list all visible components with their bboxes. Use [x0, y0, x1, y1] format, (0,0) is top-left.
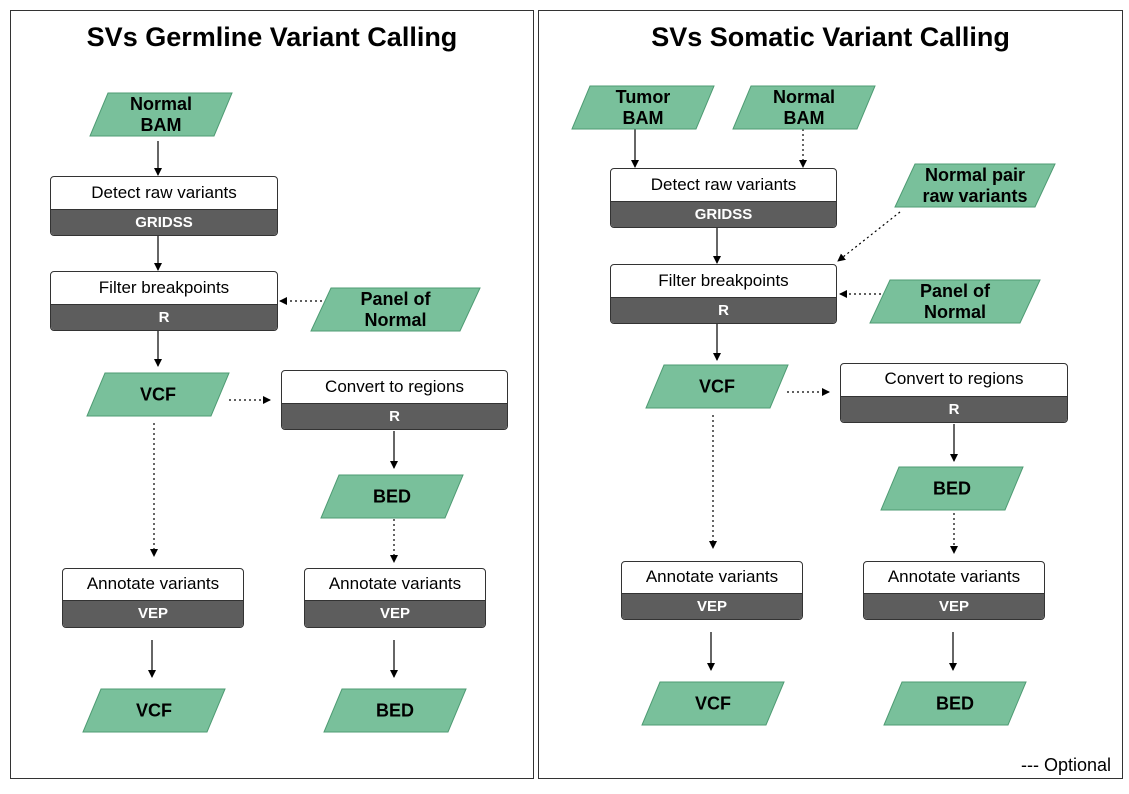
data-label: VCF	[695, 693, 731, 713]
somatic-vcf: VCF	[645, 364, 789, 409]
somatic-annotate-bed-process: Annotate variants VEP	[863, 561, 1045, 620]
germline-annotate-vcf-process: Annotate variants VEP	[62, 568, 244, 628]
process-tool: VEP	[63, 600, 243, 627]
process-label: Detect raw variants	[650, 175, 797, 194]
legend-optional: --- Optional	[1021, 755, 1112, 775]
process-tool: VEP	[305, 600, 485, 627]
somatic-output-vcf: VCF	[641, 681, 785, 726]
germline-annotate-bed-process: Annotate variants VEP	[304, 568, 486, 628]
arrow-normal-pair-to-filter	[837, 211, 901, 262]
label-line1: Normal	[129, 93, 192, 114]
process-label: Detect raw variants	[91, 183, 237, 202]
label-line2: BAM	[783, 107, 825, 128]
process-tool: VEP	[622, 593, 802, 619]
data-label: VCF	[140, 384, 176, 404]
data-label: BED	[935, 693, 974, 713]
process-label: Filter breakpoints	[98, 278, 230, 297]
data-label: VCF	[136, 700, 172, 720]
process-label: Annotate variants	[645, 567, 779, 586]
label-line2: BAM	[140, 114, 182, 135]
germline-output-vcf: VCF	[82, 688, 226, 733]
somatic-title: SVs Somatic Variant Calling	[651, 22, 1010, 52]
label-line2: BAM	[622, 107, 664, 128]
process-tool: R	[51, 304, 277, 330]
label-line2: Normal	[923, 301, 986, 322]
somatic-bed: BED	[880, 466, 1024, 511]
label-line2: Normal	[364, 309, 427, 330]
process-tool: R	[841, 396, 1067, 422]
process-tool: GRIDSS	[51, 209, 277, 235]
process-tool: VEP	[864, 593, 1044, 619]
germline-vcf: VCF	[86, 372, 230, 417]
somatic-annotate-vcf-process: Annotate variants VEP	[621, 561, 803, 620]
germline-bed: BED	[320, 474, 464, 519]
process-label: Convert to regions	[884, 369, 1024, 388]
process-label: Annotate variants	[86, 574, 220, 593]
germline-output-bed: BED	[323, 688, 467, 733]
germline-title: SVs Germline Variant Calling	[86, 22, 458, 52]
data-label: BED	[375, 700, 414, 720]
process-tool: R	[611, 297, 836, 323]
process-label: Annotate variants	[328, 574, 462, 593]
process-label: Filter breakpoints	[658, 271, 789, 290]
germline-filter-process: Filter breakpoints R	[50, 271, 278, 331]
data-label: BED	[372, 486, 411, 506]
label-line2: raw variants	[922, 185, 1028, 206]
process-label: Convert to regions	[325, 377, 464, 396]
somatic-output-bed: BED	[883, 681, 1027, 726]
somatic-convert-process: Convert to regions R	[840, 363, 1068, 423]
label-line1: Tumor	[615, 86, 671, 107]
germline-detect-process: Detect raw variants GRIDSS	[50, 176, 278, 236]
germline-convert-process: Convert to regions R	[281, 370, 508, 430]
label-line1: Normal pair	[924, 164, 1026, 185]
label-line1: Panel of	[360, 288, 431, 309]
data-label: VCF	[699, 376, 735, 396]
process-label: Annotate variants	[887, 567, 1021, 586]
data-label: BED	[932, 478, 971, 498]
process-tool: R	[282, 403, 507, 429]
somatic-detect-process: Detect raw variants GRIDSS	[610, 168, 837, 228]
label-line1: Panel of	[919, 280, 990, 301]
somatic-filter-process: Filter breakpoints R	[610, 264, 837, 324]
label-line1: Normal	[772, 86, 835, 107]
process-tool: GRIDSS	[611, 201, 836, 227]
